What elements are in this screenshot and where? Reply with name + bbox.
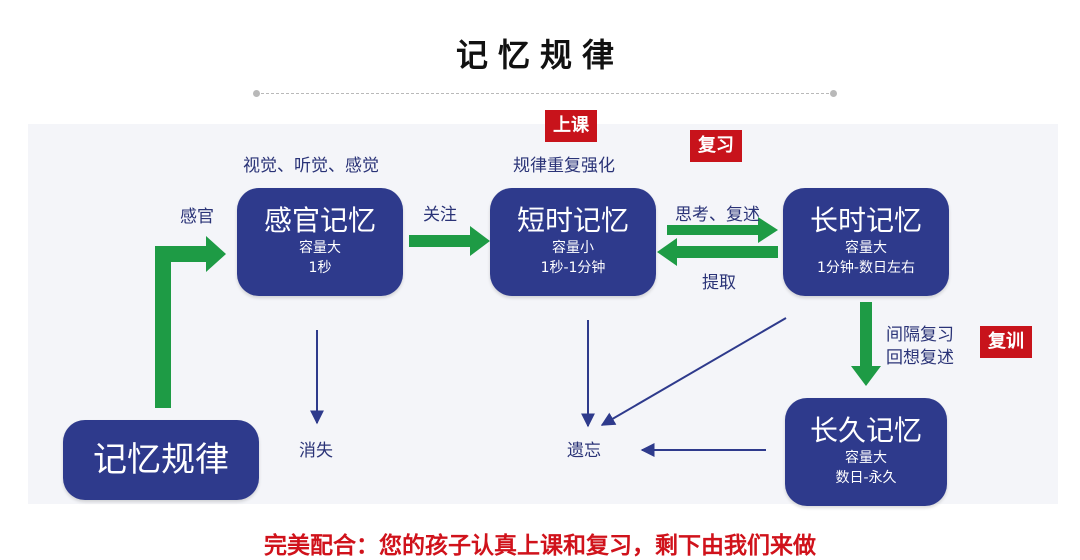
- rehearse-arrow: [667, 217, 778, 243]
- long-term-memory-capacity: 容量大: [845, 240, 887, 256]
- sensory-memory-duration: 1秒: [308, 260, 332, 276]
- sensory-memory-box: 感官记忆 容量大 1秒: [237, 188, 403, 296]
- sensory-memory-title: 感官记忆: [263, 204, 376, 237]
- short-term-memory-capacity: 容量小: [552, 240, 594, 256]
- diagram-title: 记忆规律: [455, 36, 624, 74]
- divider-dot-left: [253, 90, 260, 97]
- sensory-memory-capacity: 容量大: [299, 240, 341, 256]
- recall-review-label: 回想复述: [886, 348, 954, 368]
- forget-label: 遗忘: [567, 441, 601, 461]
- disappear-label: 消失: [299, 441, 333, 461]
- short-term-memory-title: 短时记忆: [516, 204, 629, 237]
- slogan: 完美配合：您的孩子认真上课和复习，剩下由我们来做: [264, 533, 816, 559]
- sensory-entry-label: 感官: [180, 207, 214, 227]
- long-term-memory-title: 长时记忆: [809, 204, 922, 237]
- class-tag: 上课: [545, 110, 597, 142]
- retrieve-arrow: [657, 238, 778, 266]
- permanent-memory-capacity: 容量大: [845, 450, 887, 466]
- permanent-memory-box: 长久记忆 容量大 数日-永久: [785, 398, 947, 506]
- attention-arrow: [409, 226, 490, 256]
- reinforce-label: 规律重复强化: [513, 156, 615, 176]
- title-divider: [256, 93, 834, 94]
- long-term-memory-duration: 1分钟-数日左右: [817, 260, 915, 276]
- short-term-memory-duration: 1秒-1分钟: [540, 260, 606, 276]
- divider-dot-right: [830, 90, 837, 97]
- rehearse-label: 思考、复述: [675, 205, 760, 225]
- attention-label: 关注: [423, 205, 457, 225]
- root-box-title: 记忆规律: [93, 440, 229, 480]
- root-box: 记忆规律: [63, 420, 259, 500]
- retrain-tag: 复训: [980, 326, 1032, 358]
- long-term-memory-box: 长时记忆 容量大 1分钟-数日左右: [783, 188, 949, 296]
- interval-review-label: 间隔复习: [886, 325, 954, 345]
- short-term-memory-box: 短时记忆 容量小 1秒-1分钟: [490, 188, 656, 296]
- retrieve-label: 提取: [702, 273, 736, 293]
- permanent-memory-duration: 数日-永久: [835, 470, 897, 486]
- review-down-arrow: [851, 302, 881, 386]
- sensory-input-label: 视觉、听觉、感觉: [243, 156, 379, 176]
- root-to-sensory-arrow: [155, 236, 226, 408]
- permanent-memory-title: 长久记忆: [809, 414, 922, 447]
- long-term-to-forget-arrow: [600, 317, 787, 426]
- review-tag: 复习: [690, 130, 742, 162]
